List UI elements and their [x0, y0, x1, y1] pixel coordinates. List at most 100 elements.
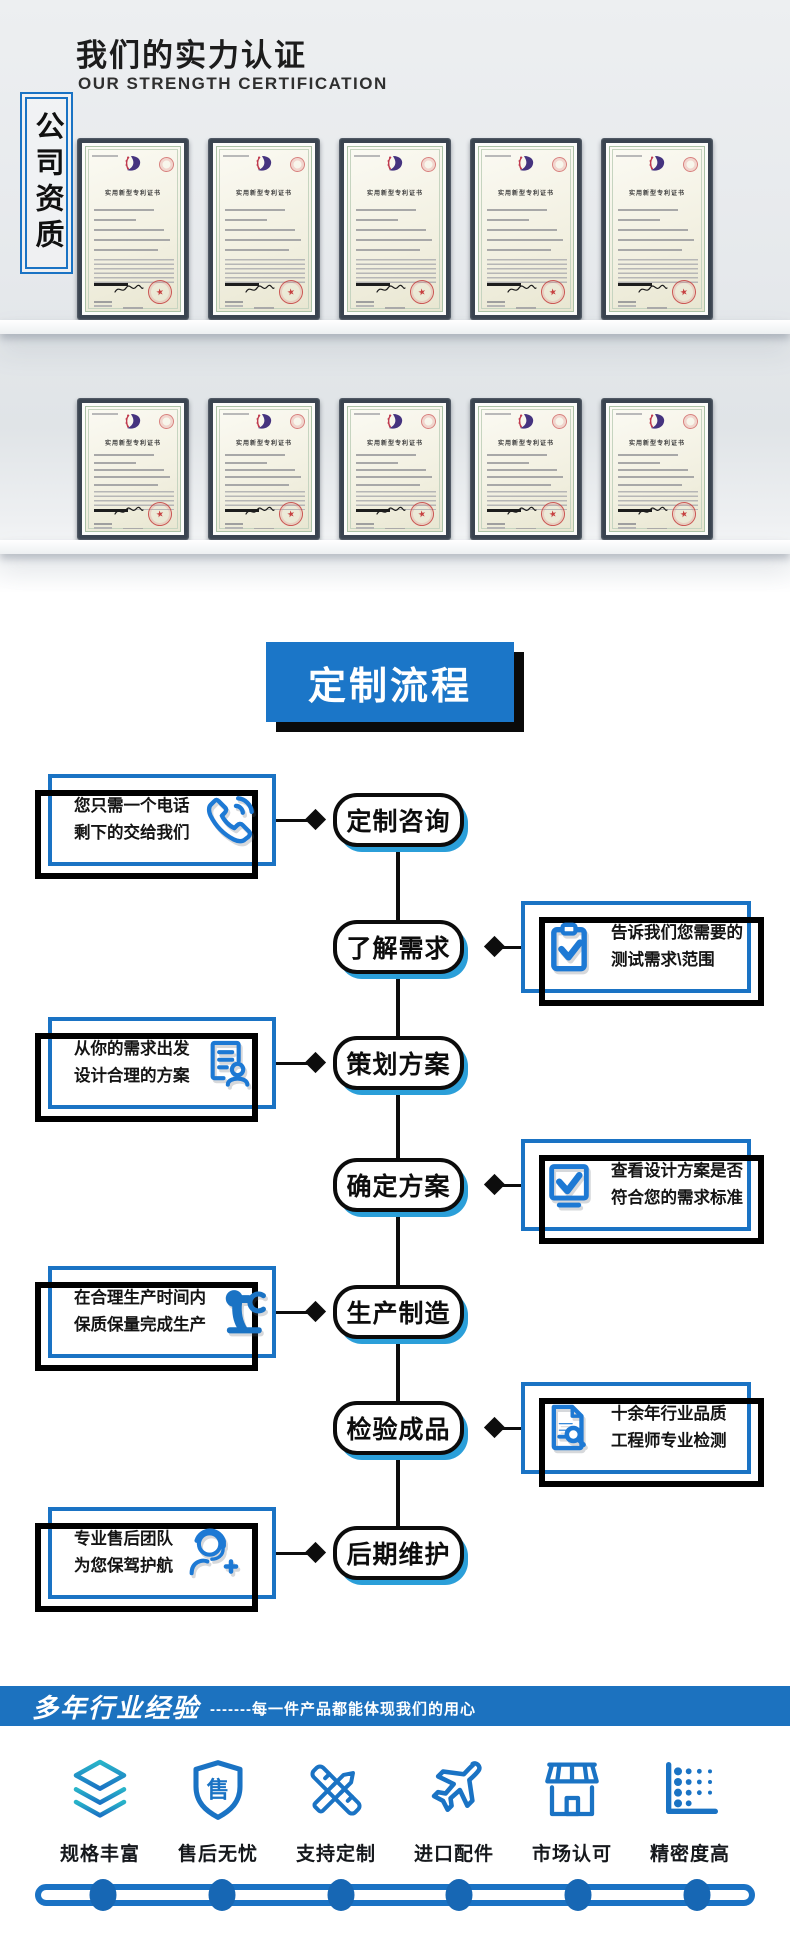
certificate-frame: 实用新型专利证书 ★ — [470, 398, 582, 540]
arrow-line — [501, 1183, 523, 1187]
certificate-mat: 实用新型专利证书 ★ — [213, 403, 315, 535]
arrow-line — [276, 1310, 308, 1314]
certificate-frame: 实用新型专利证书 ★ — [470, 138, 582, 320]
timeline-dot — [208, 1879, 236, 1911]
certificate-frame: 实用新型专利证书 ★ — [339, 138, 451, 320]
certificate-mat: 实用新型专利证书 ★ — [475, 143, 577, 315]
certificate-frame: 实用新型专利证书 ★ — [208, 398, 320, 540]
red-seal-icon — [681, 413, 700, 431]
callout-text: 从你的需求出发设计合理的方案 — [74, 1039, 190, 1085]
callout-text: 十余年行业品质工程师专业检测 — [611, 1404, 727, 1450]
red-seal-icon — [288, 413, 307, 431]
certificate-frame: 实用新型专利证书 ★ — [208, 138, 320, 320]
layers-icon — [68, 1758, 132, 1827]
callout-text: 专业售后团队为您保驾护航 — [74, 1529, 173, 1575]
flow-callout-left: 在合理生产时间内保质保量完成生产 — [35, 1266, 276, 1371]
red-seal-icon — [288, 155, 307, 174]
experience-title: 多年行业经验 — [32, 1692, 201, 1723]
arrow-line — [501, 1426, 523, 1430]
patent-logo-icon — [385, 413, 405, 436]
patent-logo-icon — [516, 413, 536, 436]
feature-label: 精密度高 — [649, 1844, 730, 1865]
experience-band: 多年行业经验 -------每一件产品都能体现我们的用心 — [0, 1686, 790, 1726]
certificate-paper: 实用新型专利证书 ★ — [347, 146, 443, 312]
arrow-diamond-icon — [304, 1300, 327, 1323]
certificate-paper: 实用新型专利证书 ★ — [85, 406, 181, 532]
certificate-mat: 实用新型专利证书 ★ — [344, 403, 446, 535]
phone-icon — [202, 792, 258, 848]
patent-logo-icon — [647, 155, 667, 178]
timeline-bar — [35, 1884, 755, 1906]
arrow-line — [501, 945, 523, 949]
feature-label: 进口配件 — [413, 1844, 494, 1865]
callout-text: 在合理生产时间内保质保量完成生产 — [74, 1288, 206, 1334]
signature-icon — [114, 504, 144, 522]
flow-callout-left: 您只需一个电话剩下的交给我们 — [35, 774, 276, 879]
arrow-diamond-icon — [304, 808, 327, 831]
checkbox-icon — [541, 1157, 597, 1213]
red-seal-icon — [419, 155, 438, 174]
flow-row-2: 了解需求 告诉我们您需要的测试需求\范围 — [0, 901, 790, 1006]
certificate-paper: 实用新型专利证书 ★ — [478, 406, 574, 532]
flow-row-3: 策划方案从你的需求出发设计合理的方案 — [0, 1017, 790, 1122]
certificate-title: 实用新型专利证书 — [104, 441, 161, 447]
patent-logo-icon — [647, 413, 667, 436]
red-seal-icon — [550, 155, 569, 174]
certificate-title: 实用新型专利证书 — [497, 441, 554, 447]
certificate-frame: 实用新型专利证书 ★ — [77, 138, 189, 320]
flow-callout-right: 告诉我们您需要的测试需求\范围 — [521, 901, 764, 1006]
certificate-paper: 实用新型专利证书 ★ — [85, 146, 181, 312]
section-title: 我们的实力认证 — [76, 38, 307, 73]
shelf-board — [0, 540, 790, 554]
flow-row-7: 后期维护 专业售后团队为您保驾护航 — [0, 1507, 790, 1612]
arrow-line — [276, 1061, 308, 1065]
headset-icon — [185, 1525, 241, 1581]
flow-node-5: 生产制造 — [333, 1285, 464, 1339]
flow-banner: 定制流程 — [266, 642, 514, 722]
company-qualification-label: 公司资质 — [20, 92, 73, 274]
feature-label: 支持定制 — [295, 1844, 376, 1865]
company-qualification-text: 公司资质 — [25, 97, 68, 269]
signature-icon — [507, 504, 537, 522]
flow-callout-right: 十余年行业品质工程师专业检测 — [521, 1382, 764, 1487]
flow-node-4: 确定方案 — [333, 1158, 464, 1212]
certificate-frame: 实用新型专利证书 ★ — [601, 138, 713, 320]
certificate-shelf-row-1: 实用新型专利证书 ★ — [0, 138, 790, 320]
certificate-title: 实用新型专利证书 — [235, 441, 292, 447]
patent-logo-icon — [385, 155, 405, 178]
arrow-line — [276, 818, 308, 822]
signature-icon — [638, 504, 668, 522]
flow-node-1: 定制咨询 — [333, 793, 464, 847]
flow-node-7: 后期维护 — [333, 1526, 464, 1580]
callout-text: 您只需一个电话剩下的交给我们 — [74, 796, 190, 842]
timeline-dot — [327, 1879, 355, 1911]
flow-callout-left: 专业售后团队为您保驾护航 — [35, 1507, 276, 1612]
flow-node-2: 了解需求 — [333, 920, 464, 974]
certificate-frame: 实用新型专利证书 ★ — [339, 398, 451, 540]
signature-icon — [507, 282, 537, 300]
arrow-line — [276, 1551, 308, 1555]
shield-icon: 售 — [186, 1758, 250, 1827]
dot-chart-icon — [658, 1758, 722, 1827]
features-section: 规格丰富 售 售后无忧 支持定制 进口配件 市场认可 精密度高 — [0, 1726, 790, 1943]
red-seal-icon — [419, 413, 438, 431]
shelf-board — [0, 320, 790, 334]
patent-logo-icon — [254, 413, 274, 436]
callout-text: 查看设计方案是否符合您的需求标准 — [611, 1161, 743, 1207]
plane-icon — [422, 1758, 486, 1827]
patent-logo-icon — [123, 413, 143, 436]
signature-icon — [114, 282, 144, 300]
certificate-paper: 实用新型专利证书 ★ — [216, 146, 312, 312]
feature-item: 支持定制 — [277, 1758, 395, 1866]
feature-item: 进口配件 — [395, 1758, 513, 1866]
certificate-frame: 实用新型专利证书 ★ — [601, 398, 713, 540]
flow-row-5: 生产制造 在合理生产时间内保质保量完成生产 — [0, 1266, 790, 1371]
signature-icon — [638, 282, 668, 300]
certificate-mat: 实用新型专利证书 ★ — [82, 403, 184, 535]
timeline-dot — [564, 1879, 592, 1911]
flow-row-1: 定制咨询 您只需一个电话剩下的交给我们 — [0, 774, 790, 879]
certificate-paper: 实用新型专利证书 ★ — [609, 146, 705, 312]
feature-row: 规格丰富 售 售后无忧 支持定制 进口配件 市场认可 精密度高 — [41, 1758, 749, 1866]
store-icon — [540, 1758, 604, 1827]
certificate-paper: 实用新型专利证书 ★ — [609, 406, 705, 532]
